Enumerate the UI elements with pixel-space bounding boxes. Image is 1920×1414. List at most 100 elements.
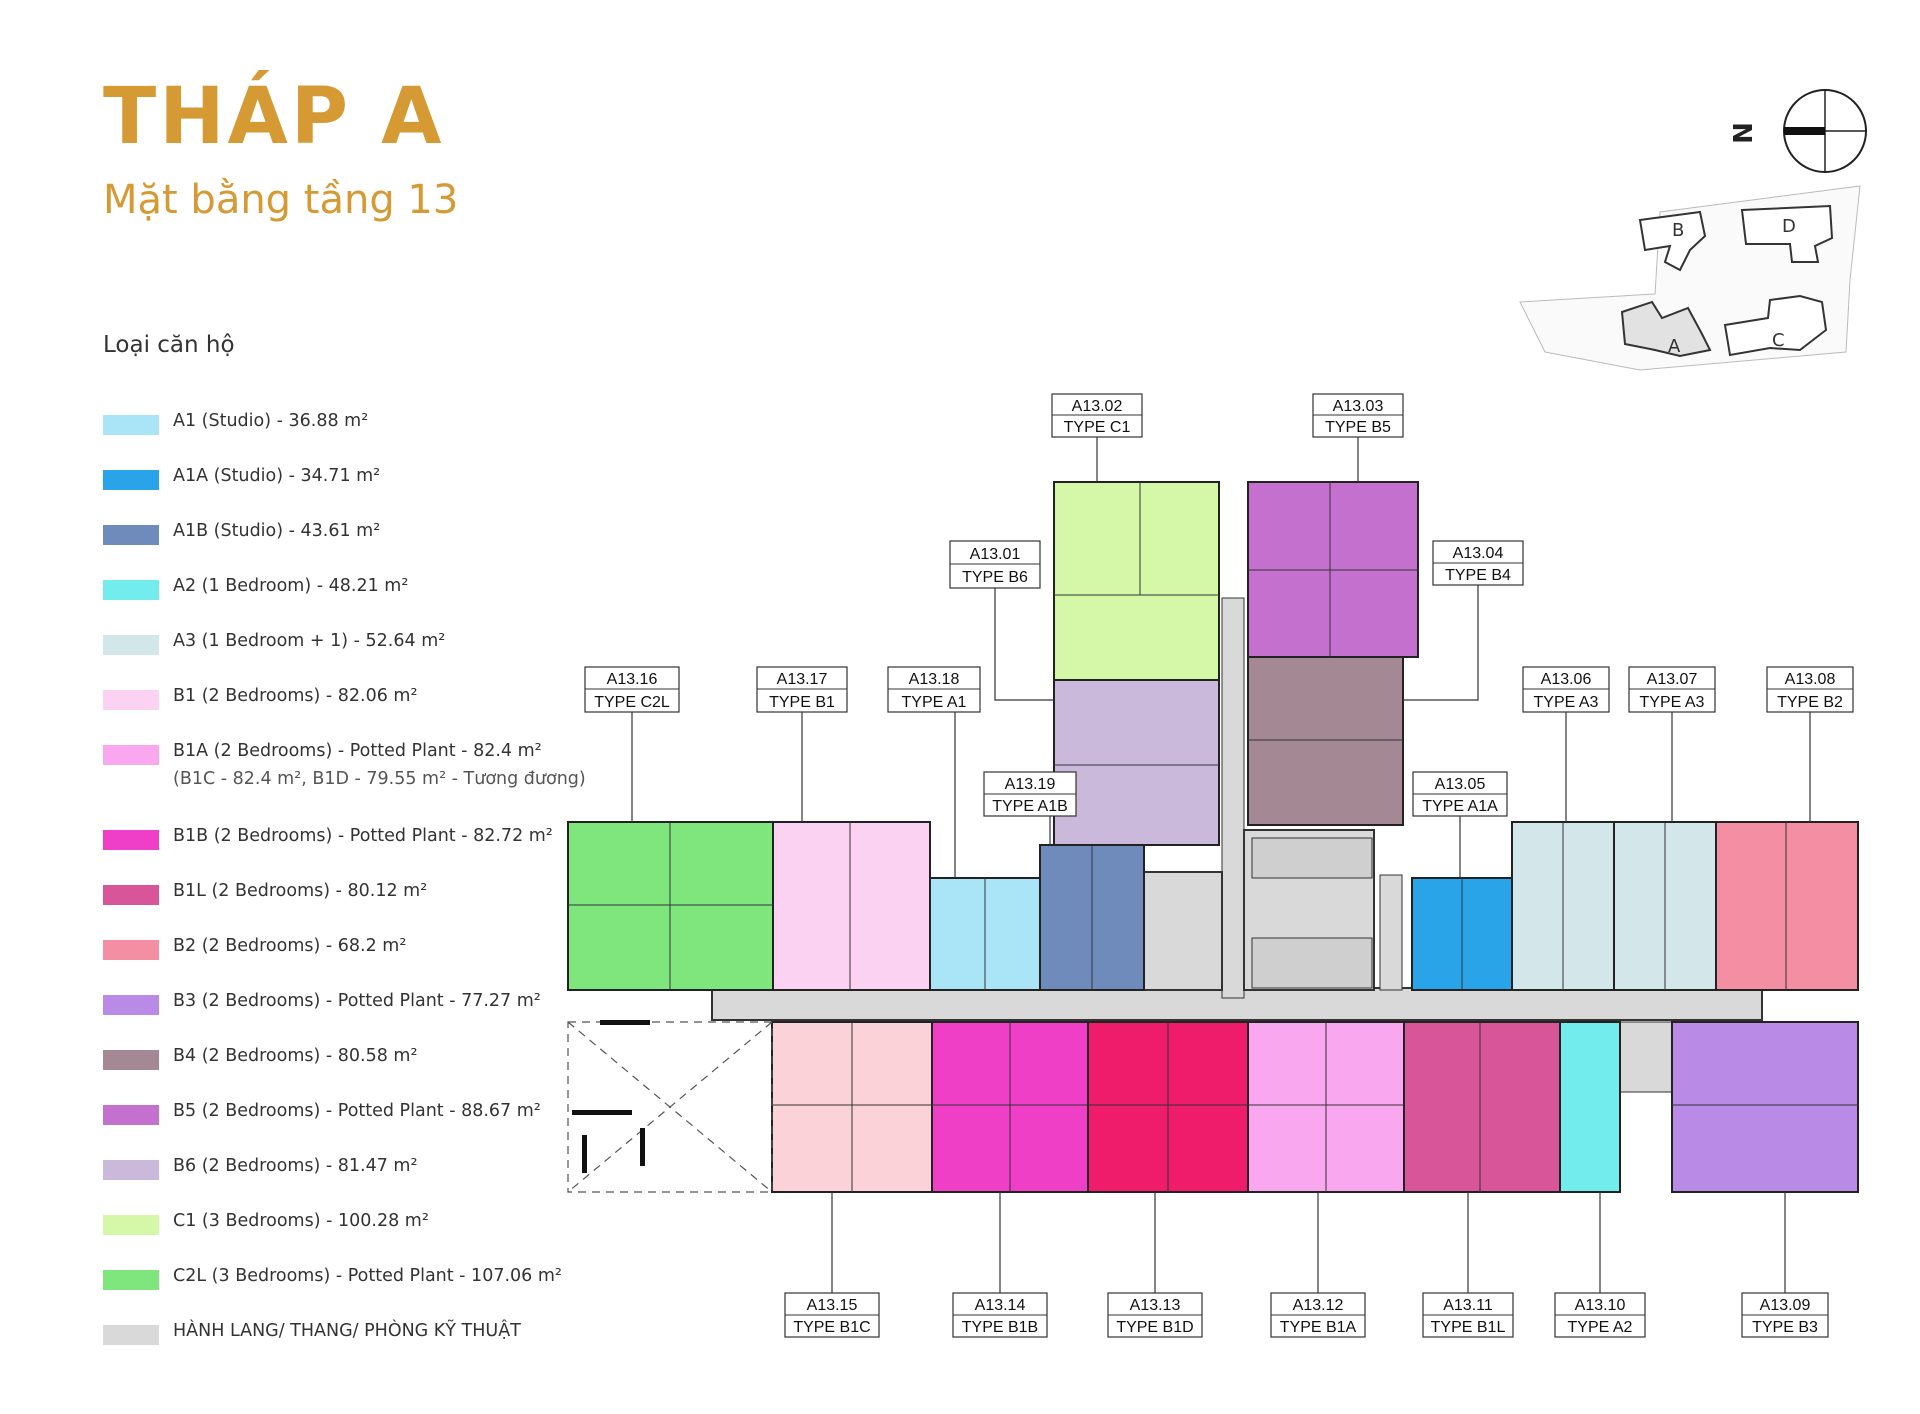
unit-label-a13-15: A13.15 TYPE B1C — [784, 1292, 880, 1338]
legend-label: C2L (3 Bedrooms) - Potted Plant - 107.06… — [173, 1266, 562, 1286]
unit-type: TYPE B1B — [962, 1319, 1038, 1336]
unit-code: A13.16 — [607, 671, 658, 688]
unit-label-a13-12: A13.12 TYPE B1A — [1270, 1292, 1366, 1338]
legend-label: A3 (1 Bedroom + 1) - 52.64 m² — [173, 631, 446, 651]
unit-type: TYPE B1A — [1280, 1319, 1357, 1336]
unit-code: A13.10 — [1575, 1297, 1626, 1314]
unit-code: A13.14 — [975, 1297, 1026, 1314]
unit-code: A13.06 — [1541, 671, 1592, 688]
legend-label: B6 (2 Bedrooms) - 81.47 m² — [173, 1156, 418, 1176]
legend-label: B5 (2 Bedrooms) - Potted Plant - 88.67 m… — [173, 1101, 541, 1121]
unit-label-a13-10: A13.10 TYPE A2 — [1554, 1292, 1646, 1338]
unit-label-a13-08: A13.08 TYPE B2 — [1766, 666, 1854, 713]
unit-label-a13-18: A13.18 TYPE A1 — [887, 666, 981, 713]
terrace-marks — [572, 1020, 650, 1173]
unit-block-a13-01 — [1053, 679, 1220, 846]
unit-label-a13-02: A13.02 TYPE C1 — [1051, 393, 1143, 438]
unit-code: A13.19 — [1005, 776, 1056, 793]
site-building-d — [1740, 204, 1834, 263]
legend-swatch — [103, 830, 159, 850]
unit-label-a13-07: A13.07 TYPE A3 — [1628, 666, 1716, 713]
unit-code: A13.02 — [1072, 398, 1123, 415]
unit-type: TYPE C1 — [1064, 419, 1131, 436]
unit-label-a13-11: A13.11 TYPE B1L — [1422, 1292, 1514, 1338]
unit-label-a13-01: A13.01 TYPE B6 — [949, 540, 1041, 589]
unit-label-a13-17: A13.17 TYPE B1 — [756, 666, 848, 713]
room-partitions — [568, 482, 1858, 1192]
unit-type: TYPE B1C — [793, 1319, 870, 1336]
legend-label: B1L (2 Bedrooms) - 80.12 m² — [173, 881, 428, 901]
leader-lines — [631, 432, 1811, 1300]
legend-swatch — [103, 1050, 159, 1070]
legend-swatch — [103, 1270, 159, 1290]
legend-swatch — [103, 940, 159, 960]
legend-heading: Loại căn hộ — [103, 332, 235, 358]
unit-label-a13-06: A13.06 TYPE A3 — [1522, 666, 1610, 713]
site-label-c: C — [1772, 330, 1785, 351]
unit-label-a13-14: A13.14 TYPE B1B — [952, 1292, 1048, 1338]
site-building-c — [1723, 294, 1828, 357]
legend-label: B1B (2 Bedrooms) - Potted Plant - 82.72 … — [173, 826, 553, 846]
legend-label: B1A (2 Bedrooms) - Potted Plant - 82.4 m… — [173, 741, 542, 761]
unit-type: TYPE A3 — [1640, 694, 1705, 711]
legend-swatch — [103, 525, 159, 545]
unit-block-a13-17 — [772, 821, 931, 991]
legend-swatch — [103, 1325, 159, 1345]
legend-label: HÀNH LANG/ THANG/ PHÒNG KỸ THUẬT — [173, 1321, 521, 1341]
unit-code: A13.03 — [1333, 398, 1384, 415]
legend-swatch — [103, 995, 159, 1015]
unit-label-a13-09: A13.09 TYPE B3 — [1741, 1292, 1829, 1338]
unit-code: A13.09 — [1760, 1297, 1811, 1314]
unit-block-a13-08 — [1715, 821, 1859, 991]
legend-swatch — [103, 690, 159, 710]
legend-label: A1A (Studio) - 34.71 m² — [173, 466, 381, 486]
legend-swatch — [103, 470, 159, 490]
compass-icon — [1783, 89, 1867, 173]
unit-type: TYPE A2 — [1568, 1319, 1633, 1336]
unit-label-a13-16: A13.16 TYPE C2L — [584, 666, 680, 713]
page-title: THÁP A — [103, 72, 445, 162]
unit-type: TYPE B5 — [1325, 419, 1391, 436]
unit-code: A13.15 — [807, 1297, 858, 1314]
unit-type: TYPE B6 — [962, 569, 1028, 586]
unit-label-a13-03: A13.03 TYPE B5 — [1312, 393, 1404, 438]
unit-code: A13.13 — [1130, 1297, 1181, 1314]
unit-labels: A13.01 TYPE B6 A13.02 TYPE C1 A13.03 TYP… — [584, 393, 1854, 1338]
unit-type: TYPE B4 — [1445, 567, 1511, 584]
unit-type: TYPE A1 — [902, 694, 967, 711]
legend-label: A2 (1 Bedroom) - 48.21 m² — [173, 576, 409, 596]
unit-type: TYPE B2 — [1777, 694, 1843, 711]
unit-type: TYPE A3 — [1534, 694, 1599, 711]
legend-label: B3 (2 Bedrooms) - Potted Plant - 77.27 m… — [173, 991, 541, 1011]
site-building-b — [1638, 210, 1707, 272]
unit-code: A13.01 — [970, 546, 1021, 563]
unit-block-a13-02 — [1053, 481, 1220, 681]
legend-swatch — [103, 580, 159, 600]
legend-swatch — [103, 885, 159, 905]
unit-type: TYPE B1D — [1116, 1319, 1193, 1336]
unit-type: TYPE B1 — [769, 694, 835, 711]
legend-swatch — [103, 1215, 159, 1235]
legend-label: A1B (Studio) - 43.61 m² — [173, 521, 381, 541]
unit-code: A13.08 — [1785, 671, 1836, 688]
unit-type: TYPE C2L — [594, 694, 670, 711]
site-building-a — [1620, 300, 1712, 358]
legend-label: B2 (2 Bedrooms) - 68.2 m² — [173, 936, 407, 956]
unit-block-a13-11 — [1403, 1021, 1561, 1193]
legend-label: A1 (Studio) - 36.88 m² — [173, 411, 369, 431]
legend-swatch — [103, 635, 159, 655]
unit-code: A13.04 — [1453, 545, 1504, 562]
unit-block-a13-04 — [1247, 656, 1404, 826]
legend-swatch — [103, 415, 159, 435]
unit-code: A13.18 — [909, 671, 960, 688]
unit-type: TYPE A1B — [992, 798, 1068, 815]
open-terrace — [567, 1021, 773, 1193]
unit-label-a13-04: A13.04 TYPE B4 — [1432, 540, 1524, 586]
site-key-map: B D A C — [1519, 185, 1861, 371]
unit-label-a13-05: A13.05 TYPE A1A — [1412, 771, 1508, 817]
unit-block-a13-10 — [1559, 1021, 1621, 1193]
unit-block-a13-09 — [1671, 1021, 1859, 1193]
legend-label: C1 (3 Bedrooms) - 100.28 m² — [173, 1211, 429, 1231]
unit-code: A13.12 — [1293, 1297, 1344, 1314]
